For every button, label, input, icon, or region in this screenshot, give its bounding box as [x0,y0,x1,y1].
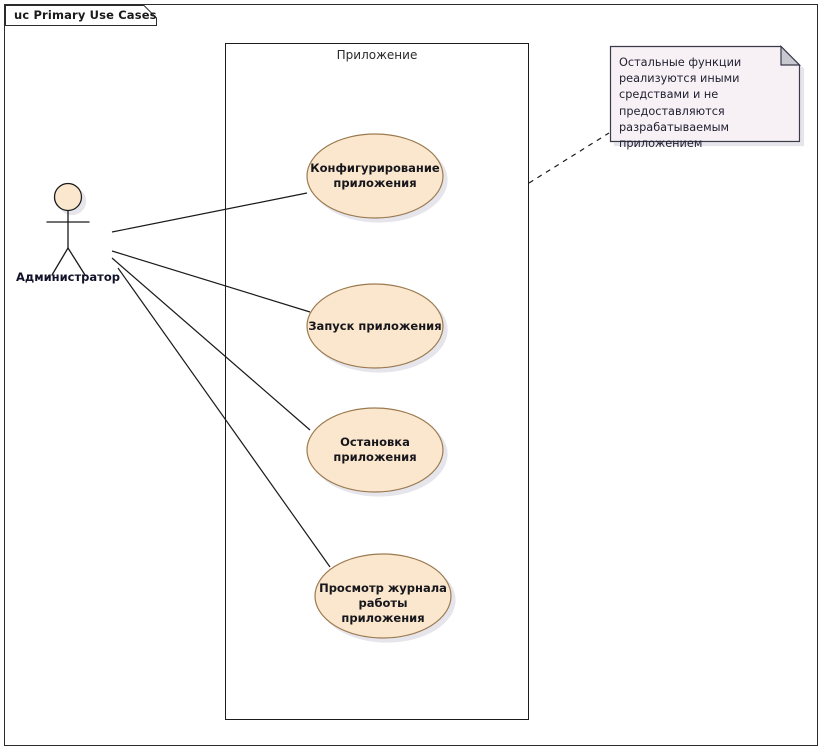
use-case-ellipses [306,133,452,639]
actor-head-icon [53,182,83,212]
association-start[interactable] [111,250,311,313]
association-view-log[interactable] [117,267,331,568]
use-case-ellipse-view-log[interactable] [314,553,452,639]
association-stop[interactable] [111,257,311,431]
system-boundary-label: Приложение [336,48,418,62]
actor-left-leg-line [51,247,69,276]
use-case-ellipse-start[interactable] [306,283,444,369]
actor-right-leg-line [67,247,86,276]
diagram-title-label: uc Primary Use Cases [14,8,157,22]
diagram-title-tab[interactable]: uc Primary Use Cases [5,5,157,26]
association-configure[interactable] [111,192,308,233]
use-case-ellipse-configure[interactable] [306,133,444,219]
system-boundary-box[interactable] [225,43,529,720]
actor-administrator[interactable] [46,182,90,276]
actor-label: Администратор [16,270,120,284]
title-tab-shape [5,5,157,26]
note-shape[interactable] [609,45,801,143]
note-text: Остальные функции реализуются иными сред… [619,56,742,151]
note-body [609,45,801,143]
use-case-ellipse-stop[interactable] [306,407,444,493]
association-lines [111,192,331,568]
note-folded-corner-icon [780,45,801,66]
note-text-wrapper: Остальные функции реализуются иными сред… [610,46,800,150]
